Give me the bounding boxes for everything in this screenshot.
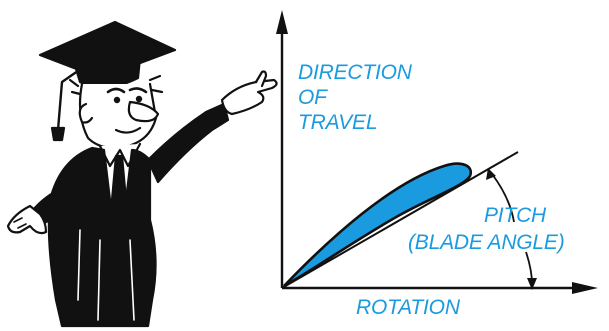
blade-shape (283, 162, 473, 288)
rotation-axis (282, 282, 598, 294)
label-pitch: PITCH (484, 204, 547, 227)
pitch-angle-marker (486, 168, 537, 290)
blade-airfoil (281, 151, 519, 289)
direction-of-travel-axis (276, 10, 288, 288)
professor-cartoon-icon (6, 20, 278, 328)
label-direction: DIRECTION (298, 61, 413, 84)
label-travel: TRAVEL (298, 111, 377, 134)
arrow-up-icon (276, 10, 288, 34)
label-of: OF (298, 86, 328, 109)
label-blade-angle: (BLADE ANGLE) (408, 231, 565, 254)
label-rotation: ROTATION (356, 296, 461, 319)
arrow-right-icon (572, 282, 598, 294)
